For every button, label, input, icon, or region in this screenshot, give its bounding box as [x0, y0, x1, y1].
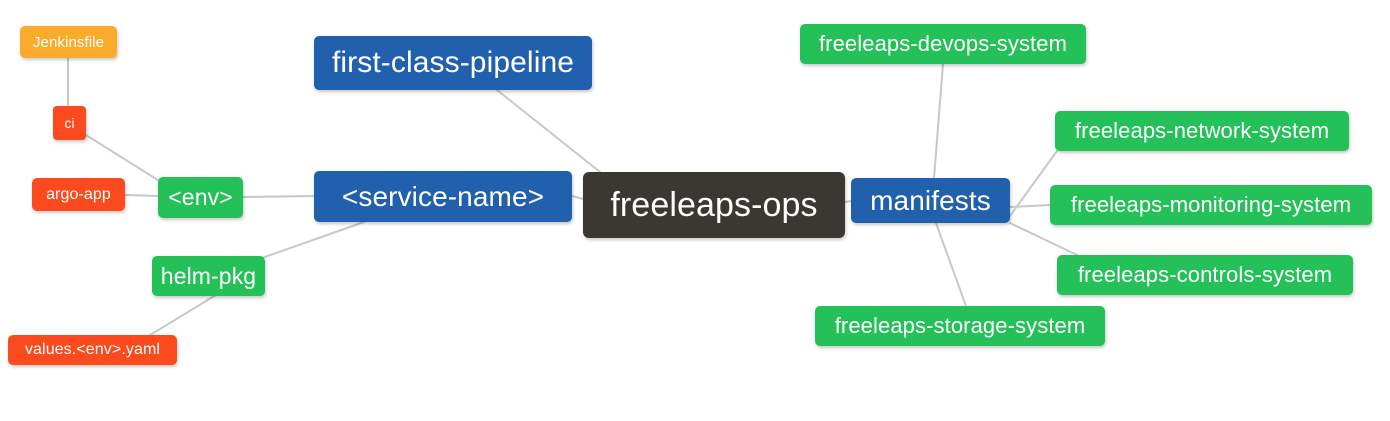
node-values-yaml[interactable]: values.<env>.yaml [8, 335, 177, 365]
node-label: freeleaps-monitoring-system [1070, 192, 1352, 217]
node-label: values.<env>.yaml [24, 341, 161, 358]
node-env[interactable]: <env> [158, 177, 243, 218]
node-label: helm-pkg [160, 262, 257, 289]
node-label: freeleaps-ops [610, 186, 818, 224]
edge-root-to-manifests [844, 200, 852, 203]
node-first-class-pipeline[interactable]: first-class-pipeline [314, 36, 592, 90]
node-label: ci [64, 115, 75, 131]
node-label: <service-name> [341, 180, 545, 212]
edge-manifests-to-devops_system [933, 63, 944, 179]
node-label: argo-app [46, 185, 111, 203]
node-label: Jenkinsfile [32, 33, 105, 51]
edge-manifests-to-controls_system [1009, 222, 1078, 256]
node-freeleaps-network-system[interactable]: freeleaps-network-system [1055, 111, 1349, 151]
edge-manifests-to-network_system [1009, 150, 1058, 217]
node-label: first-class-pipeline [331, 46, 575, 79]
node-root-freeleaps-ops[interactable]: freeleaps-ops [583, 172, 845, 238]
edge-helm_pkg-to-service_name [261, 221, 365, 259]
node-manifests[interactable]: manifests [851, 178, 1010, 223]
edge-values_yaml-to-helm_pkg [149, 294, 217, 336]
edge-first_class_pipeline-to-root [496, 89, 601, 173]
node-label: freeleaps-network-system [1074, 118, 1330, 143]
edge-argo_app-to-env [124, 194, 159, 197]
node-ci[interactable]: ci [53, 106, 86, 140]
node-label: freeleaps-controls-system [1077, 262, 1333, 287]
edge-manifests-to-storage_system [935, 222, 967, 307]
node-freeleaps-devops-system[interactable]: freeleaps-devops-system [800, 24, 1086, 64]
node-label: <env> [168, 184, 233, 210]
node-freeleaps-monitoring-system[interactable]: freeleaps-monitoring-system [1050, 185, 1372, 225]
node-argo-app[interactable]: argo-app [32, 178, 125, 211]
node-freeleaps-controls-system[interactable]: freeleaps-controls-system [1057, 255, 1353, 295]
edge-service_name-to-root [571, 195, 584, 200]
node-label: manifests [870, 184, 991, 216]
node-service-name[interactable]: <service-name> [314, 171, 572, 222]
node-freeleaps-storage-system[interactable]: freeleaps-storage-system [815, 306, 1105, 346]
node-label: freeleaps-storage-system [834, 313, 1086, 338]
edge-env-to-service_name [242, 195, 315, 198]
node-jenkinsfile[interactable]: Jenkinsfile [20, 26, 117, 58]
node-helm-pkg[interactable]: helm-pkg [152, 256, 265, 296]
edge-ci-to-env [85, 134, 162, 183]
node-label: freeleaps-devops-system [818, 31, 1068, 56]
edge-manifests-to-monitoring_system [1009, 204, 1051, 208]
